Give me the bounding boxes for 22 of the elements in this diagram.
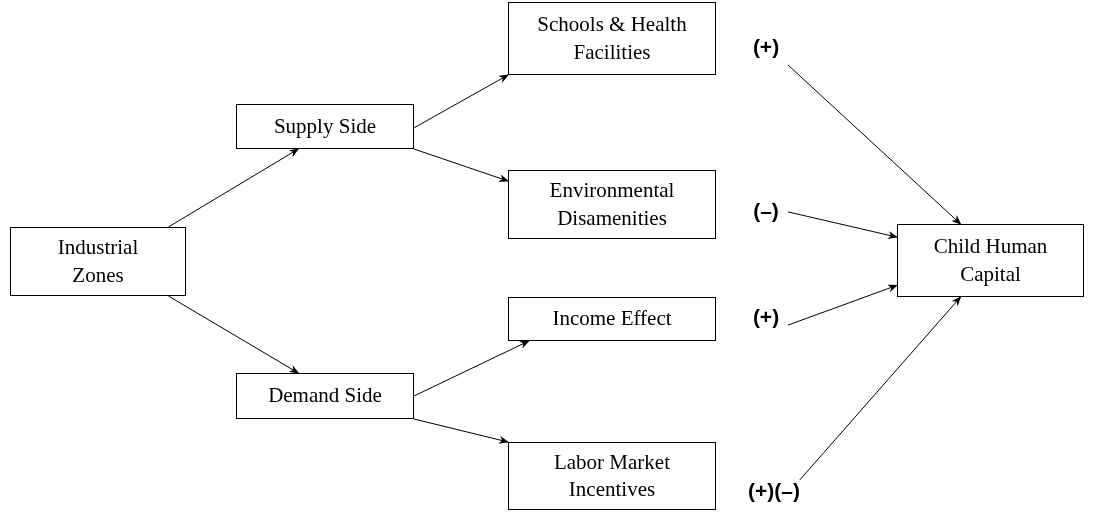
arrow: [799, 296, 962, 481]
sign-label: (+): [752, 305, 780, 329]
process-box: Demand Side: [236, 373, 414, 419]
arrow: [413, 418, 509, 444]
process-box: Environmental Disamenities: [508, 170, 716, 239]
process-box: Supply Side: [236, 104, 414, 149]
process-box: Child Human Capital: [897, 224, 1084, 297]
process-box: Industrial Zones: [10, 227, 186, 296]
process-box: Income Effect: [508, 297, 716, 341]
arrow: [787, 64, 962, 225]
sign-label: (+): [752, 35, 780, 59]
arrow: [413, 74, 509, 129]
sign-label: (–): [753, 199, 779, 223]
process-box: Labor Market Incentives: [508, 442, 716, 510]
arrow: [167, 148, 300, 228]
arrow: [413, 148, 509, 182]
process-box: Schools & Health Facilities: [508, 2, 716, 75]
arrow: [787, 211, 898, 239]
sign-label: (+)(–): [748, 479, 800, 503]
arrow: [167, 295, 300, 374]
arrow: [787, 284, 898, 326]
arrow: [413, 340, 530, 397]
